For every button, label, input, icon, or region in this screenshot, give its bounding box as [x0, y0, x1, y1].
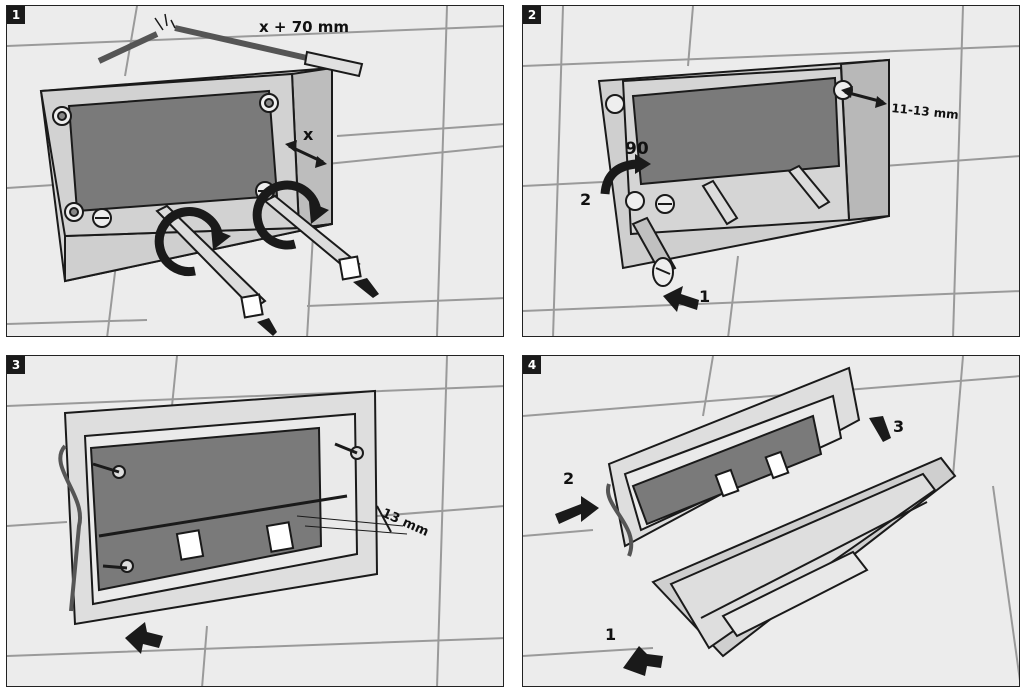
step-4-panel: 4 2 3 1 — [522, 355, 1020, 687]
rotate-arrow-icon — [600, 159, 638, 195]
dimension-line — [296, 515, 408, 535]
step-4-illustration: 2 3 1 — [523, 356, 1019, 681]
step-b-label: 3 — [893, 417, 904, 436]
mounting-frame — [58, 389, 379, 626]
arrow-head-icon — [315, 156, 327, 168]
wall-rod — [631, 164, 831, 287]
step-3-panel: 3 13 mm — [6, 355, 504, 687]
push-arrow-icon — [353, 278, 379, 298]
angle-label: 90 — [625, 139, 649, 159]
rotate-arrow-icon — [154, 207, 224, 277]
step-3-illustration: 13 mm — [7, 356, 503, 686]
step-c-label: 1 — [605, 625, 616, 644]
step-2-illustration: 11-13 mm 90 2 1 — [523, 6, 1019, 336]
push-arrow-icon — [125, 622, 163, 654]
threaded-rod — [97, 13, 364, 78]
wall-rod — [155, 194, 362, 319]
wall-tiles — [523, 6, 1019, 336]
x-label: x — [303, 125, 314, 144]
length-label: x + 70 mm — [259, 18, 349, 36]
push-arrow-icon — [869, 416, 891, 442]
step-number-badge: 2 — [523, 6, 541, 24]
gap-label: 11-13 mm — [891, 101, 960, 122]
push-arrow-icon — [663, 286, 699, 312]
step-b-label: 1 — [699, 287, 710, 306]
push-arrow-icon — [623, 646, 663, 676]
step-a-label: 2 — [580, 190, 591, 209]
step-2-panel: 2 11-13 mm 90 2 — [522, 5, 1020, 337]
dimension-tick — [376, 505, 392, 533]
arrow-head-icon — [211, 228, 231, 250]
wall-tiles — [523, 356, 1019, 681]
installation-box — [597, 58, 890, 270]
step-number-badge: 3 — [7, 356, 25, 374]
depth-label: 13 mm — [379, 506, 431, 540]
screw-icon — [92, 442, 358, 570]
arrow-head-icon — [309, 202, 329, 224]
arrow-head-icon — [635, 154, 651, 174]
step-number-badge: 4 — [523, 356, 541, 374]
step-1-illustration: x + 70 mm x — [7, 6, 503, 336]
flush-plate — [651, 456, 957, 658]
wall-tiles — [7, 6, 503, 336]
push-arrow-icon — [257, 318, 277, 336]
arrow-head-icon — [841, 86, 853, 98]
rotate-arrow-icon — [252, 180, 322, 250]
step-number-badge: 1 — [7, 6, 25, 24]
step-1-panel: 1 — [6, 5, 504, 337]
wall-tiles — [7, 356, 503, 686]
mounting-frame — [605, 366, 861, 557]
arrow-head-icon — [285, 140, 297, 152]
arrow-head-icon — [875, 96, 887, 108]
step-a-label: 2 — [563, 469, 574, 488]
push-arrow-icon — [555, 496, 599, 524]
